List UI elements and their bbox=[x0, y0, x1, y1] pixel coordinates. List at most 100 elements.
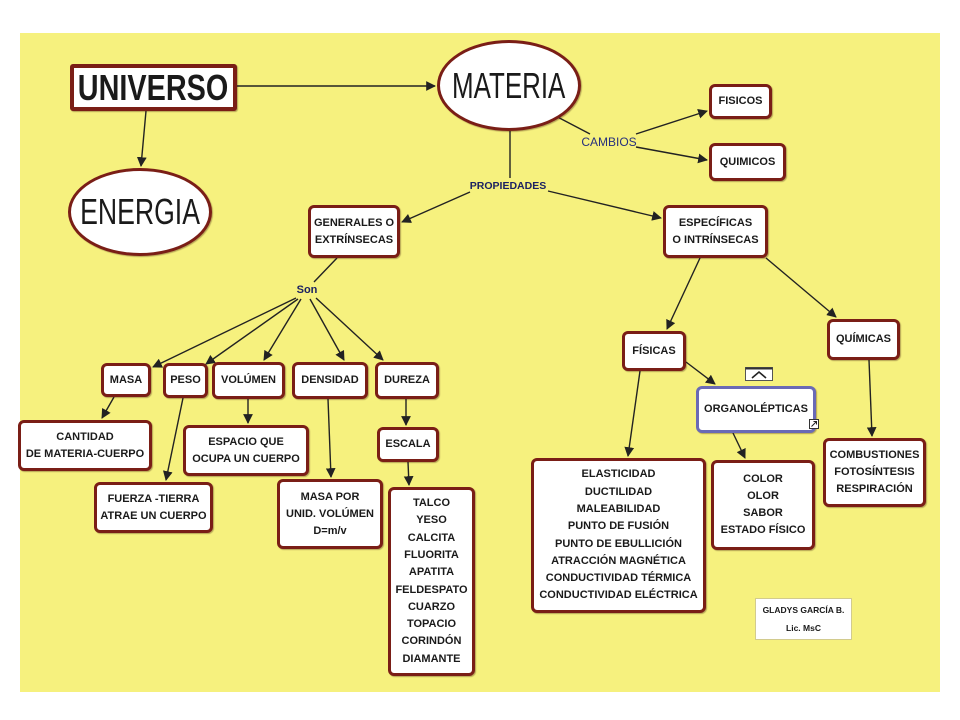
concept-peso-label: PESO bbox=[170, 374, 201, 386]
concept-generales[interactable]: GENERALES O EXTRÍNSECAS bbox=[308, 205, 400, 258]
linking-phrase-son-text: Son bbox=[296, 284, 318, 296]
list-item: TALCO bbox=[412, 497, 451, 510]
link-son-peso bbox=[205, 298, 299, 365]
list-item: APATITA bbox=[408, 566, 455, 579]
concept-map-canvas bbox=[20, 33, 940, 692]
list-item: CORINDÓN bbox=[401, 635, 462, 648]
linking-phrase-cambios[interactable]: CAMBIOS bbox=[579, 133, 639, 151]
list-item: PUNTO DE FUSIÓN bbox=[567, 520, 670, 533]
list-item: COLOR bbox=[743, 473, 783, 485]
list-item: MALEABILIDAD bbox=[576, 502, 661, 515]
concept-masa-definition[interactable]: CANTIDAD DE MATERIA-CUERPO bbox=[18, 420, 152, 471]
concept-dureza-label: DUREZA bbox=[384, 374, 430, 386]
list-item: COMBUSTIONES bbox=[829, 449, 920, 461]
author-credit: GLADYS GARCÍA B. Lic. MsC bbox=[755, 598, 852, 640]
link-propiedades-generales bbox=[401, 191, 471, 223]
list-item: RESPIRACIÓN bbox=[836, 483, 913, 495]
link-escala-items bbox=[403, 461, 414, 486]
concept-fisicos-label: FISICOS bbox=[718, 95, 763, 107]
concept-quimicas[interactable]: QUÍMICAS bbox=[827, 319, 900, 360]
concept-materia-label: MATERIA bbox=[452, 64, 566, 106]
concept-densidad-definition-line-2: UNID. VOLÚMEN bbox=[286, 507, 374, 520]
concept-peso[interactable]: PESO bbox=[163, 363, 208, 398]
list-item: PUNTO DE EBULLICIÓN bbox=[555, 537, 682, 550]
collapse-toggle-button[interactable] bbox=[745, 367, 773, 381]
link-son-masa bbox=[152, 297, 297, 368]
link-peso-definition bbox=[162, 397, 184, 481]
list-item: FLUORITA bbox=[404, 548, 459, 561]
link-densidad-definition bbox=[325, 398, 336, 478]
concept-especificas-line-2: O INTRÍNSECAS bbox=[672, 233, 759, 246]
list-item: CONDUCTIVIDAD ELÉCTRICA bbox=[539, 589, 698, 602]
list-item: YESO bbox=[416, 514, 447, 527]
concept-masa-label: MASA bbox=[109, 373, 143, 386]
concept-organolepticas[interactable]: ORGANOLÉPTICAS bbox=[696, 386, 816, 433]
concept-energia-label: ENERGIA bbox=[80, 191, 200, 232]
concept-quimicas-items[interactable]: COMBUSTIONES FOTOSÍNTESIS RESPIRACIÓN bbox=[823, 438, 926, 507]
linking-phrase-propiedades-text: PROPIEDADES bbox=[469, 180, 547, 192]
concept-volumen-label: VOLÚMEN bbox=[221, 374, 276, 386]
concept-dureza[interactable]: DUREZA bbox=[375, 362, 439, 399]
resize-handle-icon bbox=[809, 419, 819, 429]
concept-fisicas[interactable]: FÍSICAS bbox=[622, 331, 686, 371]
concept-densidad[interactable]: DENSIDAD bbox=[292, 362, 368, 399]
linking-phrase-propiedades[interactable]: PROPIEDADES bbox=[466, 178, 550, 194]
concept-densidad-definition[interactable]: MASA POR UNID. VOLÚMEN D=m/v bbox=[277, 479, 383, 549]
link-son-volumen bbox=[263, 298, 302, 361]
link-fisicas-items bbox=[624, 370, 641, 457]
list-item: ELASTICIDAD bbox=[581, 468, 656, 481]
concept-volumen[interactable]: VOLÚMEN bbox=[212, 362, 285, 399]
list-item: CUARZO bbox=[407, 600, 456, 613]
link-cambios-fisicos bbox=[635, 109, 708, 135]
link-propiedades-especificas bbox=[547, 190, 662, 221]
link-son-densidad bbox=[309, 298, 345, 361]
list-item: DIAMANTE bbox=[402, 652, 461, 665]
linking-phrase-son[interactable]: Son bbox=[293, 282, 321, 298]
link-organolepticas-items bbox=[732, 432, 746, 459]
concept-materia[interactable]: MATERIA bbox=[437, 40, 581, 131]
concept-escala-label: ESCALA bbox=[385, 438, 431, 450]
concept-organolepticas-items[interactable]: COLOR OLOR SABOR ESTADO FÍSICO bbox=[711, 460, 815, 550]
link-generales-son bbox=[313, 257, 338, 283]
concept-generales-line-2: EXTRÍNSECAS bbox=[314, 233, 394, 246]
author-title: Lic. MsC bbox=[786, 623, 821, 633]
author-name: GLADYS GARCÍA B. bbox=[762, 605, 845, 615]
concept-organolepticas-label: ORGANOLÉPTICAS bbox=[704, 403, 808, 415]
concept-universo[interactable]: UNIVERSO bbox=[70, 64, 237, 111]
concept-peso-definition[interactable]: FUERZA -TIERRA ATRAE UN CUERPO bbox=[94, 482, 213, 533]
concept-fisicos[interactable]: FISICOS bbox=[709, 84, 772, 119]
list-item: TOPACIO bbox=[406, 618, 457, 631]
concept-volumen-definition-line-1: ESPACIO QUE bbox=[208, 435, 284, 448]
concept-volumen-definition-line-2: OCUPA UN CUERPO bbox=[192, 452, 300, 465]
resize-handle[interactable] bbox=[809, 419, 819, 429]
concept-densidad-definition-line-1: MASA POR bbox=[300, 490, 360, 503]
link-especificas-quimicas bbox=[765, 257, 837, 318]
concept-quimicos[interactable]: QUIMICOS bbox=[709, 143, 786, 181]
concept-fisicas-items[interactable]: ELASTICIDAD DUCTILIDAD MALEABILIDAD PUNT… bbox=[531, 458, 706, 613]
list-item: CONDUCTIVIDAD TÉRMICA bbox=[545, 572, 692, 585]
link-especificas-fisicas bbox=[666, 257, 701, 330]
concept-densidad-definition-line-3: D=m/v bbox=[313, 524, 347, 537]
concept-masa-definition-line-1: CANTIDAD bbox=[56, 430, 114, 443]
list-item: ESTADO FÍSICO bbox=[720, 524, 806, 536]
concept-fisicas-label: FÍSICAS bbox=[632, 344, 676, 357]
concept-especificas-line-1: ESPECÍFICAS bbox=[678, 216, 753, 229]
list-item: SABOR bbox=[743, 507, 783, 519]
link-fisicas-organolepticas bbox=[685, 361, 716, 385]
concept-universo-label: UNIVERSO bbox=[78, 66, 229, 108]
concept-quimicas-label: QUÍMICAS bbox=[836, 333, 891, 345]
list-item: CALCITA bbox=[407, 531, 456, 544]
concept-especificas[interactable]: ESPECÍFICAS O INTRÍNSECAS bbox=[663, 205, 768, 258]
concept-densidad-label: DENSIDAD bbox=[301, 374, 359, 386]
concept-volumen-definition[interactable]: ESPACIO QUE OCUPA UN CUERPO bbox=[183, 425, 309, 476]
concept-escala-items[interactable]: TALCO YESO CALCITA FLUORITA APATITA FELD… bbox=[388, 487, 475, 676]
concept-masa[interactable]: MASA bbox=[101, 363, 151, 397]
list-item: FELDESPATO bbox=[395, 583, 468, 596]
link-quimicas-items bbox=[866, 359, 877, 437]
concept-energia[interactable]: ENERGIA bbox=[68, 168, 212, 256]
concept-generales-line-1: GENERALES O bbox=[313, 216, 395, 229]
link-son-dureza bbox=[315, 297, 384, 361]
concept-escala[interactable]: ESCALA bbox=[377, 427, 439, 462]
list-item: OLOR bbox=[747, 490, 779, 502]
concept-quimicos-label: QUIMICOS bbox=[719, 155, 776, 168]
